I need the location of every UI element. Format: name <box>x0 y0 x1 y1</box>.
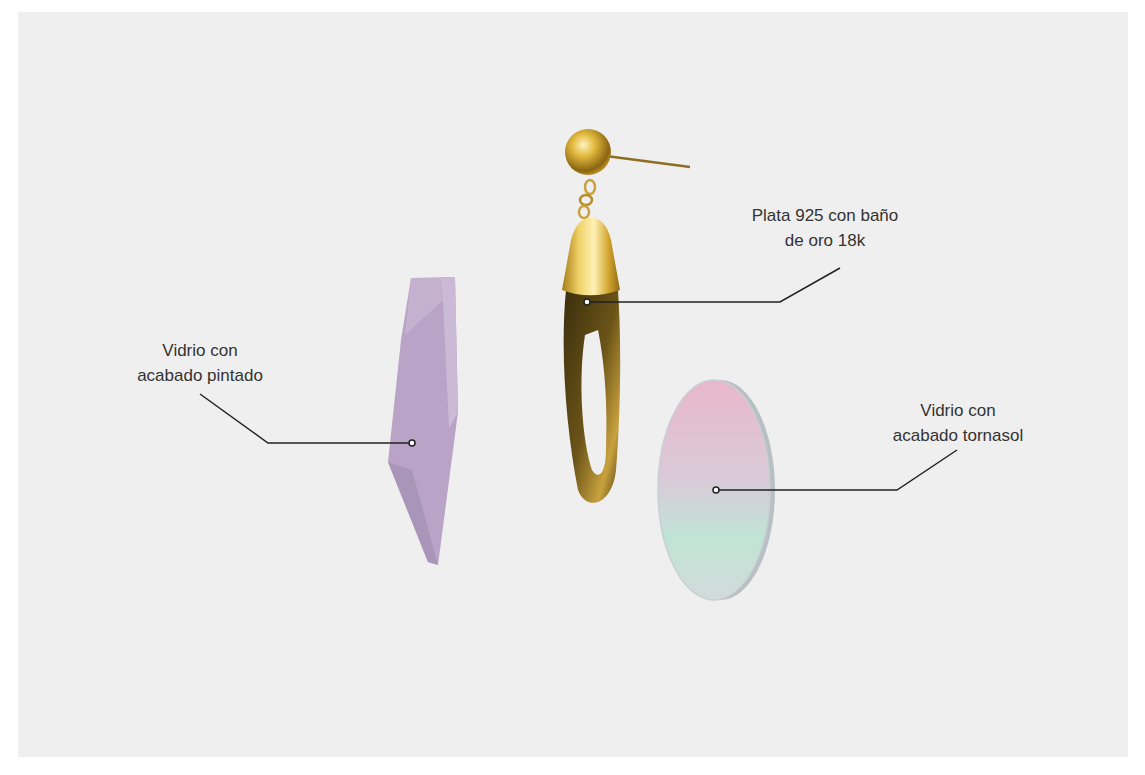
leader-dot <box>409 440 415 446</box>
callout-label: Vidrio con acabado pintado <box>133 338 268 388</box>
callout-label: Vidrio con acabado tornasol <box>891 398 1026 448</box>
leader-line <box>716 450 957 490</box>
leader-dot <box>713 487 719 493</box>
painted-glass-piece <box>388 277 458 565</box>
leader-line <box>200 394 412 443</box>
panel-background <box>18 12 1128 757</box>
leader-dot <box>584 299 590 305</box>
callout-label: Plata 925 con baño de oro 18k <box>745 203 905 253</box>
leader-line <box>587 268 840 302</box>
